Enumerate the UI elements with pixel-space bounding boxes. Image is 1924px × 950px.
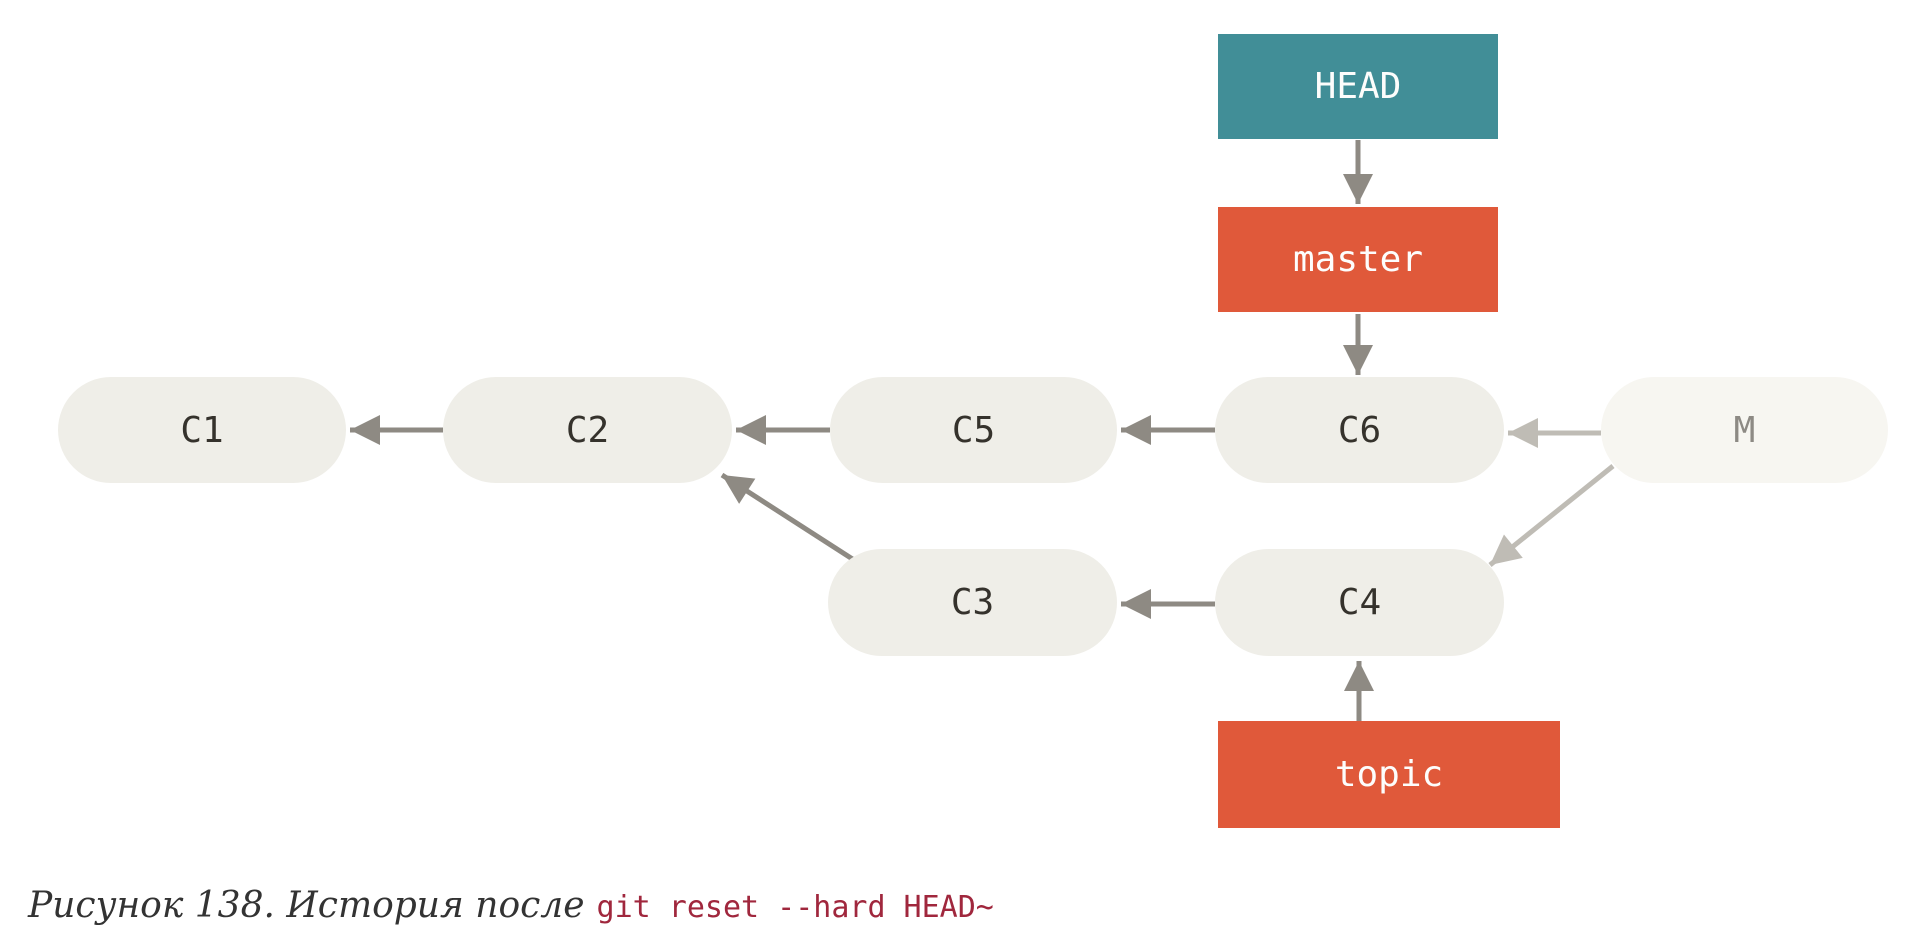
commit-label-c1: C1	[180, 409, 224, 451]
master-branch-box: master	[1218, 207, 1498, 312]
head-ref-label: HEAD	[1314, 66, 1402, 107]
arrow-c3-to-c2	[720, 472, 856, 563]
commit-node-m-faded: M	[1601, 377, 1888, 483]
commit-label-c3: C3	[950, 582, 995, 623]
figure-caption-text: Рисунок 138. История после	[28, 885, 585, 926]
commit-node-c3: C3	[828, 549, 1117, 656]
topic-branch-label: topic	[1334, 754, 1444, 795]
topic-branch-box: topic	[1218, 721, 1560, 828]
commit-node-c4: C4	[1215, 549, 1504, 656]
commit-label-m: M	[1733, 409, 1756, 451]
commit-node-c1: C1	[58, 377, 346, 483]
head-ref-box: HEAD	[1218, 34, 1498, 139]
commit-node-c5: C5	[830, 377, 1117, 483]
commit-label-c4: C4	[1337, 582, 1382, 623]
arrow-m-to-c4-faded	[1488, 464, 1615, 567]
commit-node-c6: C6	[1215, 377, 1504, 483]
figure-caption-code: git reset --hard HEAD~	[596, 890, 994, 925]
figure-caption: Рисунок 138. История после git reset --h…	[28, 884, 994, 927]
commit-label-c6: C6	[1337, 409, 1382, 451]
commit-label-c5: C5	[951, 409, 996, 451]
master-branch-label: master	[1292, 239, 1424, 280]
commit-node-c2: C2	[443, 377, 732, 483]
commit-label-c2: C2	[565, 409, 610, 451]
